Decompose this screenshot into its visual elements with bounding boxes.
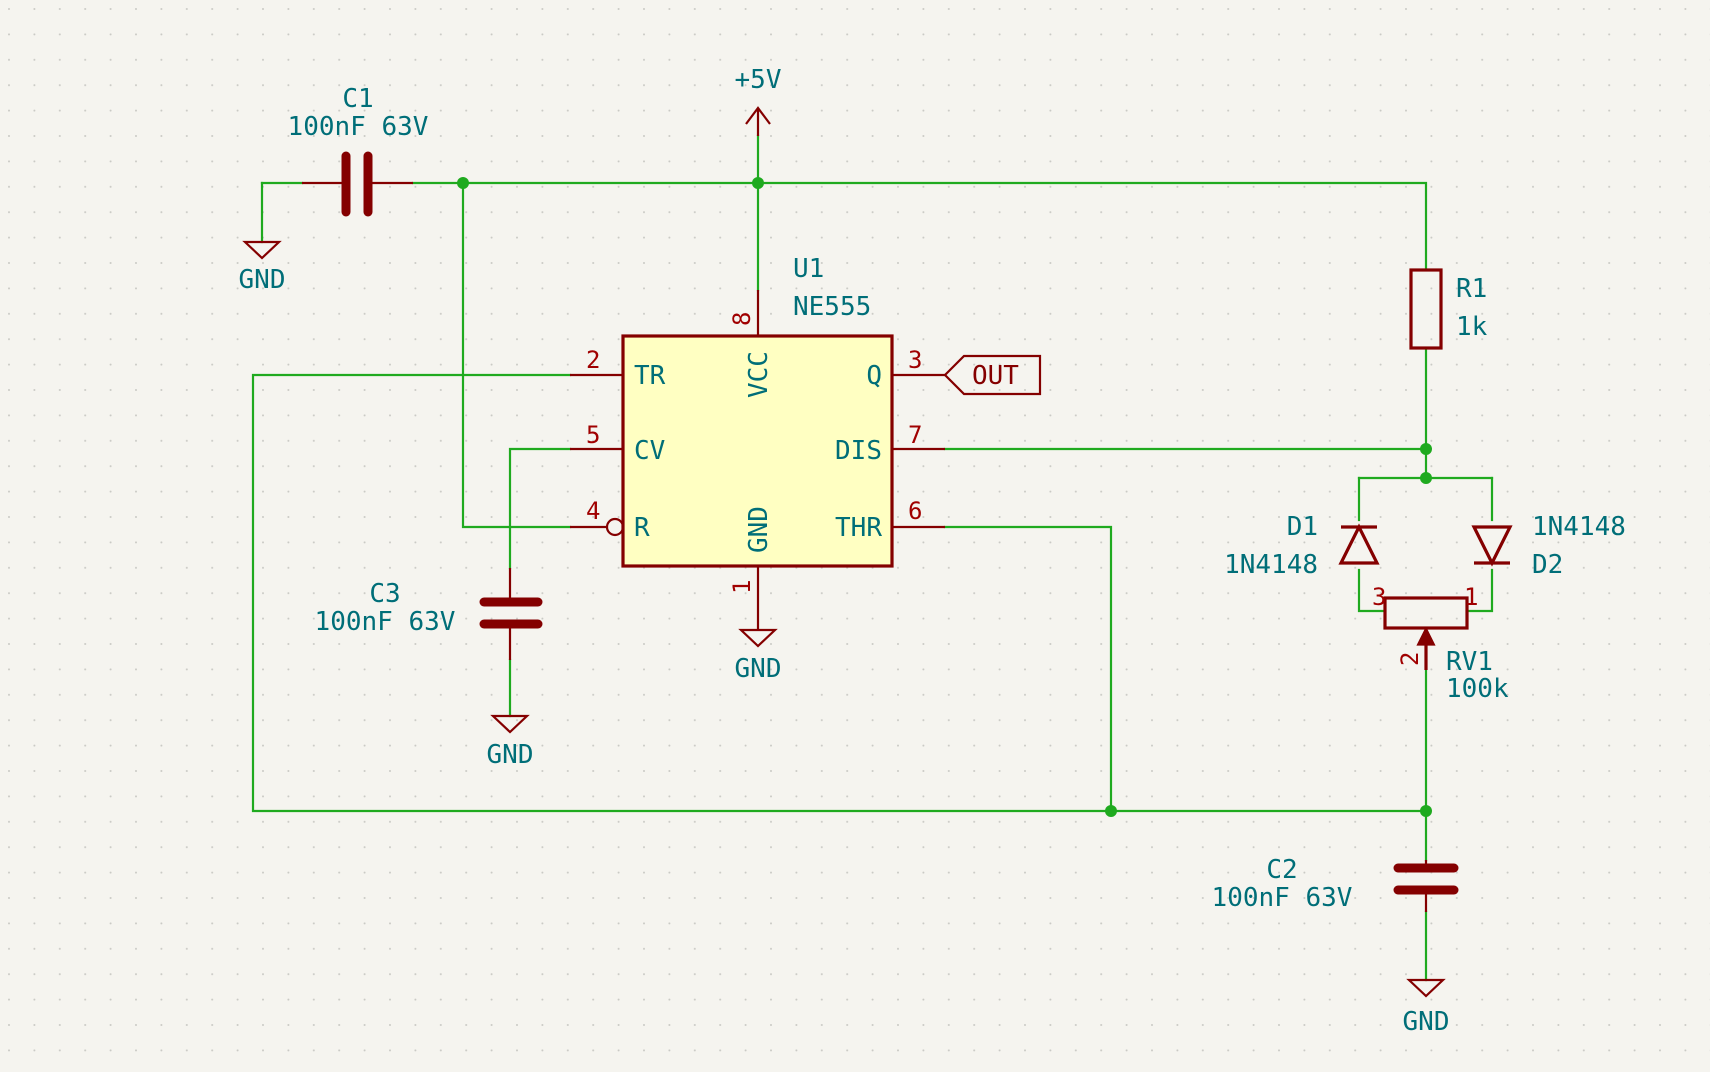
wire-cv[interactable] bbox=[508, 447, 572, 570]
power-gnd-c3[interactable]: GND bbox=[487, 714, 534, 770]
c2-value: 100nF 63V bbox=[1212, 883, 1353, 913]
r1-value: 1k bbox=[1456, 312, 1488, 342]
diode-icon bbox=[1338, 523, 1380, 565]
wires bbox=[251, 134, 1494, 982]
wire-reset[interactable] bbox=[461, 181, 572, 529]
rv1-wiper-arrow bbox=[1416, 626, 1436, 670]
rv1-value: 100k bbox=[1446, 674, 1509, 704]
u1-pin-name: Q bbox=[866, 361, 882, 391]
potentiometer-rv1[interactable]: 3 1 2 RV1 100k bbox=[1372, 583, 1509, 704]
power-gnd-u1[interactable]: GND bbox=[735, 628, 782, 684]
c1-ref: C1 bbox=[342, 84, 373, 114]
u1-pin-line bbox=[570, 290, 945, 630]
junction-dot bbox=[1420, 472, 1432, 484]
u1-ref: U1 bbox=[793, 254, 824, 284]
junction-dot bbox=[457, 177, 469, 189]
power-gnd-c2[interactable]: GND bbox=[1403, 978, 1450, 1037]
resistor-r1[interactable]: R1 1k bbox=[1409, 268, 1488, 350]
out-label-outline bbox=[943, 354, 1042, 396]
rv1-pin-number: 3 bbox=[1372, 583, 1386, 611]
u1-value: NE555 bbox=[793, 292, 871, 322]
r1-ref: R1 bbox=[1456, 274, 1487, 304]
ground-icon bbox=[1406, 978, 1446, 998]
vcc-arrow-icon bbox=[745, 106, 771, 136]
c1-value: 100nF 63V bbox=[288, 112, 429, 142]
wire-vcc-rail[interactable] bbox=[411, 181, 1428, 272]
out-label-text: OUT bbox=[972, 361, 1019, 391]
rv1-pin-number: 1 bbox=[1464, 583, 1478, 611]
diode-icon bbox=[1471, 525, 1513, 567]
gnd-label: GND bbox=[487, 740, 534, 770]
u1-pin-name: TR bbox=[634, 361, 666, 391]
u1-body bbox=[621, 334, 894, 568]
u1-pin-number: 6 bbox=[908, 497, 922, 525]
u1-pin-number: 3 bbox=[908, 346, 922, 374]
wire-d1-rv1[interactable] bbox=[1357, 568, 1385, 613]
r1-body bbox=[1409, 268, 1443, 350]
c2-ref: C2 bbox=[1266, 855, 1297, 885]
u1-pin-number: 4 bbox=[586, 497, 600, 525]
ic-u1[interactable]: 2 5 4 3 7 6 8 1 TR CV R Q DIS THR VCC GN… bbox=[570, 254, 945, 630]
c3-ref: C3 bbox=[369, 579, 400, 609]
capacitor-c1[interactable]: C1 100nF 63V bbox=[288, 84, 429, 217]
d2-value: 1N4148 bbox=[1532, 512, 1626, 542]
ground-icon bbox=[490, 714, 530, 734]
diode-d1[interactable]: D1 1N4148 bbox=[1224, 512, 1380, 580]
power-gnd-c1[interactable]: GND bbox=[239, 240, 286, 295]
ground-icon bbox=[738, 628, 778, 648]
u1-pin-number: 5 bbox=[586, 421, 600, 449]
ground-icon bbox=[242, 240, 282, 260]
gnd-label: GND bbox=[1403, 1007, 1450, 1037]
junctions bbox=[457, 177, 1432, 817]
junction-dot bbox=[1420, 443, 1432, 455]
rv1-ref: RV1 bbox=[1446, 647, 1493, 677]
u1-pin-name: VCC bbox=[744, 351, 774, 398]
wire-trigger-loop[interactable] bbox=[251, 373, 1428, 813]
vcc-label: +5V bbox=[735, 65, 782, 95]
junction-dot bbox=[752, 177, 764, 189]
d2-ref: D2 bbox=[1532, 550, 1563, 580]
u1-pin-name: THR bbox=[835, 513, 882, 543]
d1-value: 1N4148 bbox=[1224, 550, 1318, 580]
u1-pin-name: GND bbox=[744, 506, 774, 553]
power-vcc[interactable]: +5V bbox=[735, 65, 782, 136]
gnd-label: GND bbox=[735, 654, 782, 684]
capacitor-c2[interactable]: C2 100nF 63V bbox=[1212, 855, 1459, 913]
wire-d2-rv1[interactable] bbox=[1466, 568, 1494, 613]
u1-pin-name: R bbox=[634, 513, 650, 543]
junction-dot bbox=[1105, 805, 1117, 817]
u1-pin-number: 1 bbox=[728, 580, 756, 594]
wire-thr[interactable] bbox=[943, 525, 1113, 813]
c3-value: 100nF 63V bbox=[315, 607, 456, 637]
capacitor-c3[interactable]: C3 100nF 63V bbox=[315, 568, 543, 660]
d1-ref: D1 bbox=[1287, 512, 1318, 542]
junction-dot bbox=[1420, 805, 1432, 817]
reset-inversion-bubble bbox=[605, 517, 625, 537]
gnd-label: GND bbox=[239, 265, 286, 295]
u1-pin-number: 8 bbox=[728, 312, 756, 326]
global-label-out[interactable]: OUT bbox=[943, 354, 1042, 396]
u1-pin-number: 2 bbox=[586, 346, 600, 374]
rv1-pin-number: 2 bbox=[1396, 652, 1424, 666]
u1-pin-number: 7 bbox=[908, 421, 922, 449]
diode-d2[interactable]: 1N4148 D2 bbox=[1471, 512, 1626, 580]
u1-pin-name: CV bbox=[634, 436, 665, 466]
u1-pin-name: DIS bbox=[835, 436, 882, 466]
